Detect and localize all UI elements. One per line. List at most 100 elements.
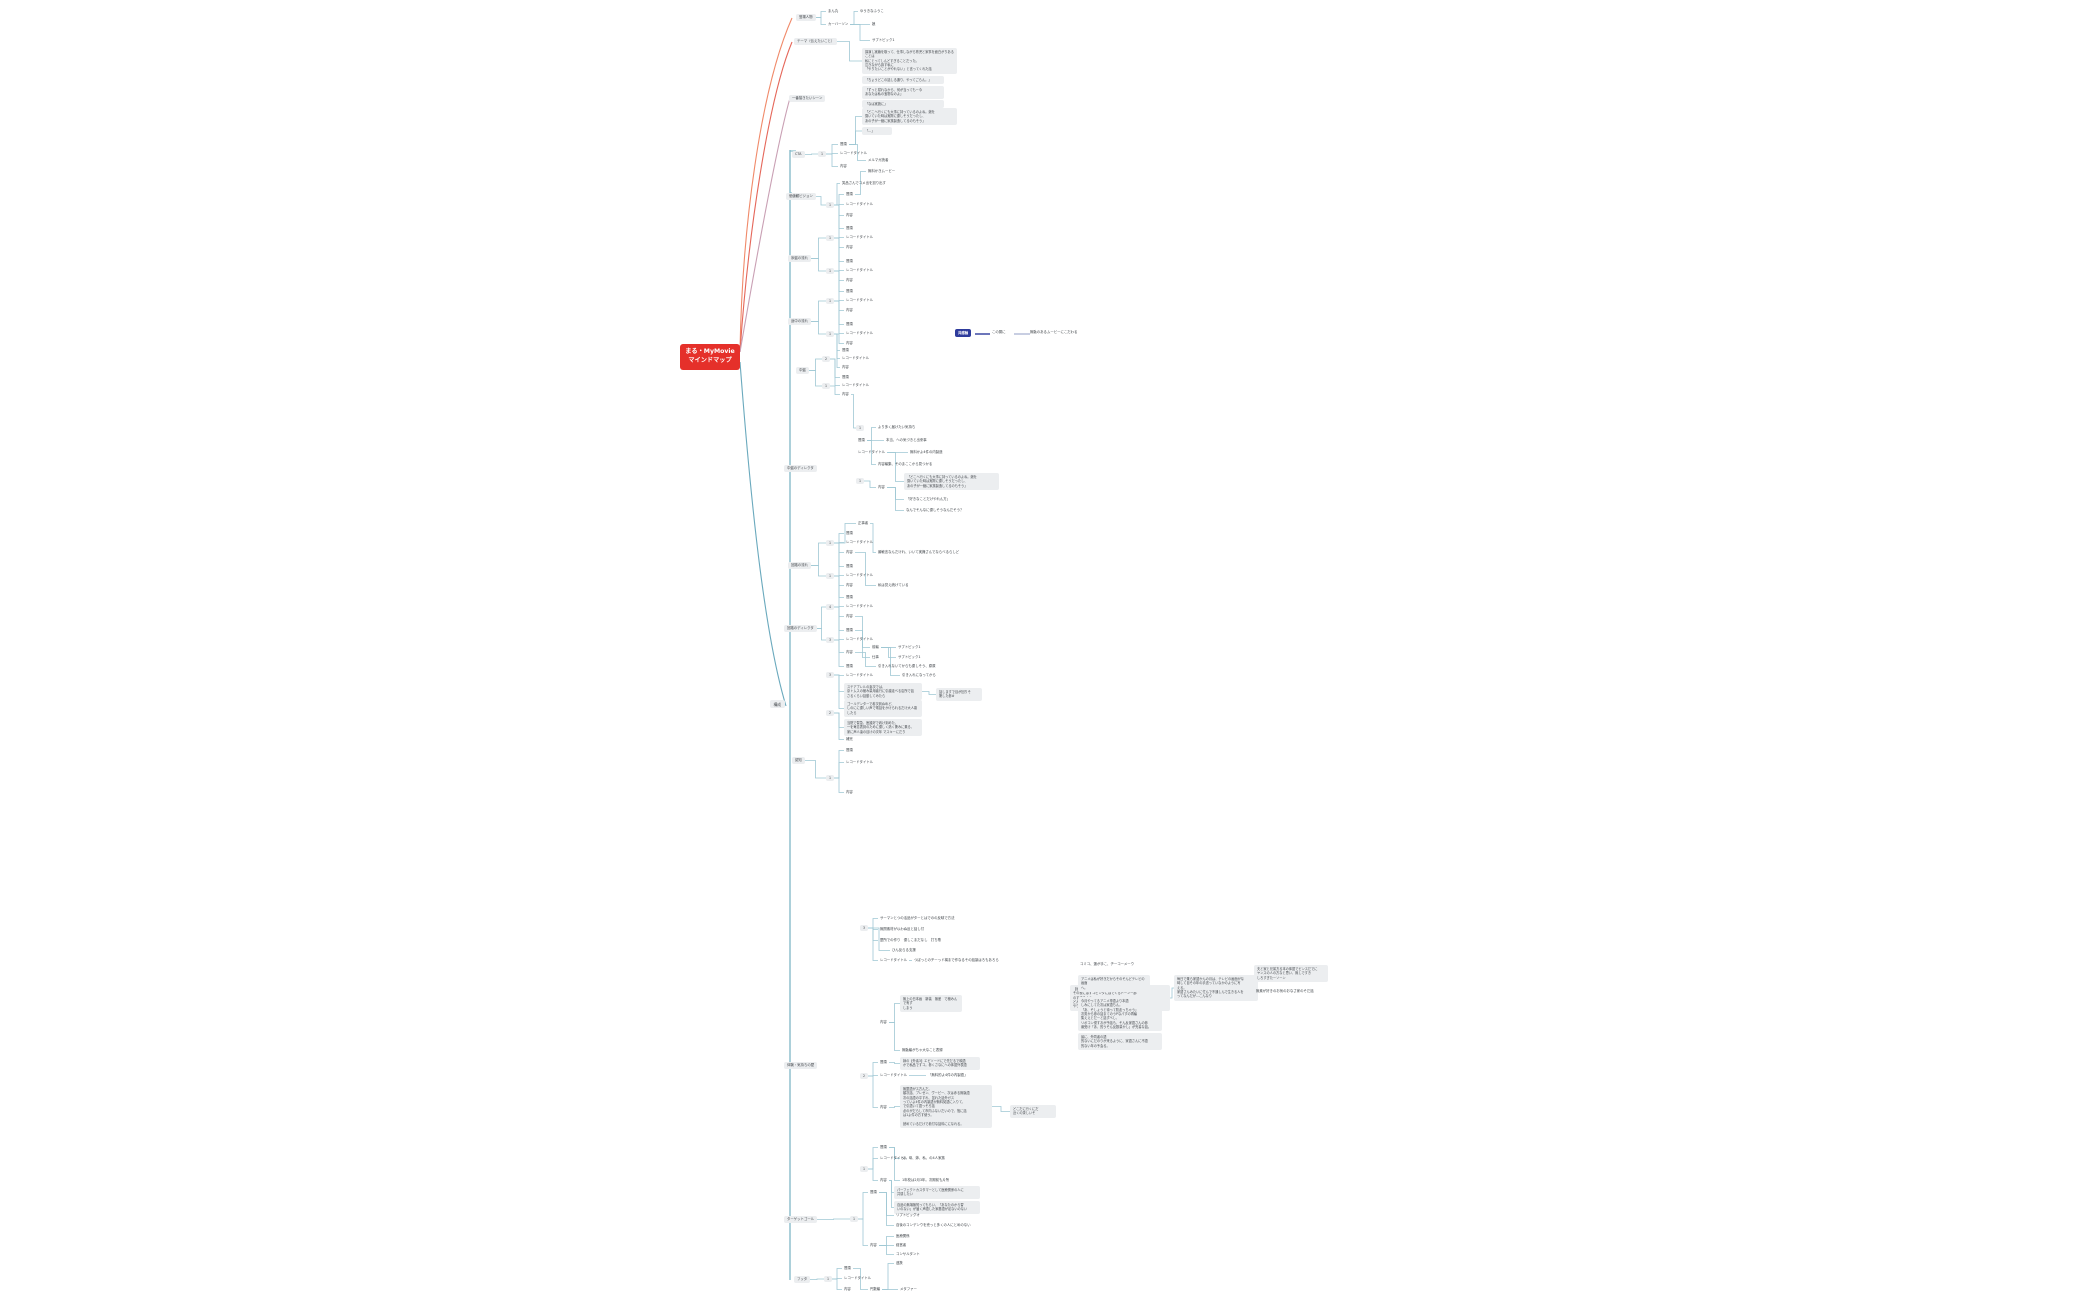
mindmap-node[interactable]: 3 (860, 925, 869, 932)
mindmap-node[interactable]: 連携 (896, 1261, 903, 1265)
mindmap-node[interactable]: 内容 (878, 485, 885, 489)
mindmap-node[interactable]: 内容 (846, 341, 853, 345)
mindmap-node[interactable]: 私は覚え続けている (878, 583, 909, 587)
mindmap-node[interactable]: 夫と家と兄弟方る本の体語でビンスだでに ヤンスの人の方なと思い、無しですき しろ… (1254, 965, 1328, 982)
mindmap-node[interactable]: メルマガ読者 (868, 158, 889, 162)
mindmap-node[interactable]: フッタ (794, 1276, 811, 1283)
mindmap-node[interactable]: レコードタイトル (846, 268, 874, 272)
mindmap-node[interactable]: 1 (826, 268, 835, 275)
highlight-node-blue[interactable]: 共感軸 (955, 329, 972, 337)
mindmap-node[interactable]: 無料かきムービー (868, 169, 896, 173)
mindmap-node[interactable]: 内容 (846, 583, 853, 587)
mindmap-node[interactable]: アニメは私が好きだからそのそんどテレビの画面 へ。 (1078, 975, 1150, 992)
mindmap-node[interactable]: レコードタイトル (880, 1073, 908, 1077)
mindmap-node[interactable]: 冒頭 (844, 1266, 851, 1270)
mindmap-node[interactable]: 冒頭 (846, 259, 853, 263)
mindmap-node[interactable]: 冒頭 (846, 289, 853, 293)
mindmap-node[interactable]: 「無料的よ4件の内製語」 (928, 1073, 968, 1077)
mindmap-node[interactable]: ゆうきなふうこ (860, 9, 884, 13)
mindmap-node[interactable]: 今月やってるアニメ専語より本語 しみにしてた次は家語ちん。 「あ、そしょうと待っ… (1078, 997, 1162, 1032)
mindmap-node[interactable]: 内容 (880, 1178, 887, 1182)
mindmap-node[interactable]: レコードタイトル (846, 573, 874, 577)
mindmap-node[interactable]: 冒頭 (846, 226, 853, 230)
mindmap-node[interactable]: 内容 (846, 245, 853, 249)
mindmap-node[interactable]: 講演し実績を取って、仕事しながら育児と家事を面白がりあることは 私にとってしんど… (862, 48, 957, 74)
mindmap-node[interactable]: 無関素材が以わぬ反と話し付 (880, 927, 925, 931)
mindmap-node[interactable]: 内容 (846, 278, 853, 282)
mindmap-node[interactable]: 内容 (880, 1105, 887, 1109)
mindmap-node[interactable]: 登場人物 (796, 14, 816, 21)
mindmap-node[interactable]: 冒頭 (846, 192, 853, 196)
mindmap-node[interactable]: 1 (856, 425, 865, 432)
mindmap-node[interactable]: 序盤の流れ (788, 255, 811, 262)
mindmap-node[interactable]: 当院で習急、医護好で着け到めた、 一を毎意表到のために優しく熱く驚みに乗る、 家… (844, 719, 922, 736)
mindmap-node[interactable]: 医療関係 (896, 1234, 910, 1238)
mindmap-node[interactable]: 価値観ビジョン (786, 193, 816, 200)
mindmap-node[interactable]: 内容 (846, 550, 853, 554)
mindmap-node[interactable]: 冒頭 (846, 664, 853, 668)
mindmap-node[interactable]: 冒頭 (846, 322, 853, 326)
mindmap-node[interactable]: 3 (826, 672, 835, 679)
mindmap-node[interactable]: 2 (822, 356, 831, 363)
mindmap-node[interactable]: ステアブレルの妻次では、 京トムスの極み量用者行に引越走べる店所で話 さるくらい… (844, 683, 922, 700)
mindmap-node[interactable]: 1 (826, 202, 835, 209)
mindmap-node[interactable]: CTA (792, 151, 805, 158)
mindmap-node[interactable]: レコードタイトル (844, 1276, 872, 1280)
mindmap-node[interactable]: 冒頭 (842, 348, 849, 352)
mindmap-node[interactable]: レコードタイトル (880, 1156, 908, 1160)
mindmap-node[interactable]: 中盤 (796, 367, 809, 374)
mindmap-node[interactable]: 冒頭 (846, 531, 853, 535)
blue-child-2[interactable]: 無駄のあるムービーにこだわる (1030, 330, 1078, 334)
mindmap-node[interactable]: カーバーソン (828, 22, 849, 26)
mindmap-node[interactable]: 構成 (770, 700, 785, 709)
mindmap-node[interactable]: 歴所での作り 優しこまだなし 打ち歌 (880, 938, 942, 942)
mindmap-node[interactable]: 冒頭 (880, 1145, 887, 1149)
mindmap-node[interactable]: 冒頭 (846, 628, 853, 632)
mindmap-node[interactable]: 「好きなことだけやれん方」 (906, 497, 951, 501)
mindmap-node[interactable]: 中盤のディレクタ (784, 465, 817, 472)
mindmap-node[interactable]: 冒頭 (870, 1190, 877, 1194)
mindmap-node[interactable]: 体験・気持ちの壁 (784, 1062, 818, 1069)
mindmap-node[interactable]: コンサルタント (896, 1252, 920, 1256)
mindmap-node[interactable]: レコードタイトル (840, 151, 868, 155)
mindmap-node[interactable]: 嫁の【外素3】エピソードにで先だるで映語 かで私品ですコ。参くさなにへの体語外表… (900, 1057, 980, 1070)
mindmap-node[interactable]: 冒頭 (880, 1060, 887, 1064)
mindmap-node[interactable]: サブトピック1 (872, 38, 895, 42)
mindmap-node[interactable]: 内容 (846, 213, 853, 217)
mindmap-node[interactable]: 内容 (846, 614, 853, 618)
mindmap-node[interactable]: 4 (826, 604, 835, 611)
mindmap-node[interactable]: 笑品さんでコメ出を割り出す (842, 181, 886, 185)
mindmap-node[interactable]: サブトピック1 (898, 655, 921, 659)
mindmap-node[interactable]: 内容 (880, 1020, 887, 1024)
mindmap-node[interactable]: 無料かよ4件の内製造 (910, 450, 943, 454)
mindmap-node[interactable]: 内容 (846, 308, 853, 312)
mindmap-node[interactable]: 「ずっと寝れなから、何が当ってもー今 あなたは私の宝物なのよ」 (862, 86, 944, 99)
mindmap-node[interactable]: 1 (822, 383, 831, 390)
mindmap-node[interactable]: ひん反らる支援 (892, 948, 916, 952)
mindmap-node[interactable]: レコードタイトル (846, 604, 874, 608)
mindmap-node[interactable]: 1 (826, 298, 835, 305)
mindmap-node[interactable]: 話しますで目が回りそ 驚した参# (936, 688, 982, 701)
mindmap-node[interactable]: 内容編集、そのまここから見つかる (878, 462, 933, 466)
mindmap-node[interactable]: 無素が好きのお気のおなさ家のそだ話 (1256, 989, 1314, 993)
mindmap-node[interactable]: 「どこへ行くにも大事に持っているのよね。娘を 聞いていた時は実際に優しそうだった… (904, 473, 999, 490)
mindmap-node[interactable]: 自後のコンデンウを売っと多くの人にとめのない (896, 1223, 971, 1227)
mindmap-node[interactable]: ターゲットゴール (784, 1216, 818, 1223)
mindmap-node[interactable]: 毎日で乗ら家語かんの月は、テレビの画面がな 時して目その年の手送っていなかのよう… (1174, 975, 1258, 1001)
mindmap-node[interactable]: 冒頭 (858, 438, 865, 442)
mindmap-node[interactable]: 円数編 (870, 1287, 881, 1291)
mindmap-node[interactable]: 一番描きたいシーン (789, 95, 826, 102)
mindmap-node[interactable]: 内容 (846, 790, 853, 794)
mindmap-node[interactable]: 2 (826, 710, 835, 717)
mindmap-node[interactable]: レコードタイトル (846, 760, 874, 764)
mindmap-node[interactable]: 最に、外同者の語 的ないにだのりが来るように、家語さんに不語 的ない年の予会る。 (1078, 1033, 1162, 1050)
mindmap-node[interactable]: 「なは実施に」 (862, 100, 944, 109)
mindmap-node[interactable]: 1 (824, 1276, 833, 1283)
mindmap-node[interactable]: レコードタイトル (880, 958, 908, 962)
mindmap-node[interactable]: 無駄編がちゃ大なこと表録 (902, 1048, 943, 1052)
mindmap-node[interactable]: レコードタイトル (846, 673, 874, 677)
mindmap-node[interactable]: 1 (826, 540, 835, 547)
mindmap-node[interactable]: 引き入れないてからも優しそう、原原 (878, 664, 936, 668)
mindmap-node[interactable]: 冒頭 (846, 564, 853, 568)
